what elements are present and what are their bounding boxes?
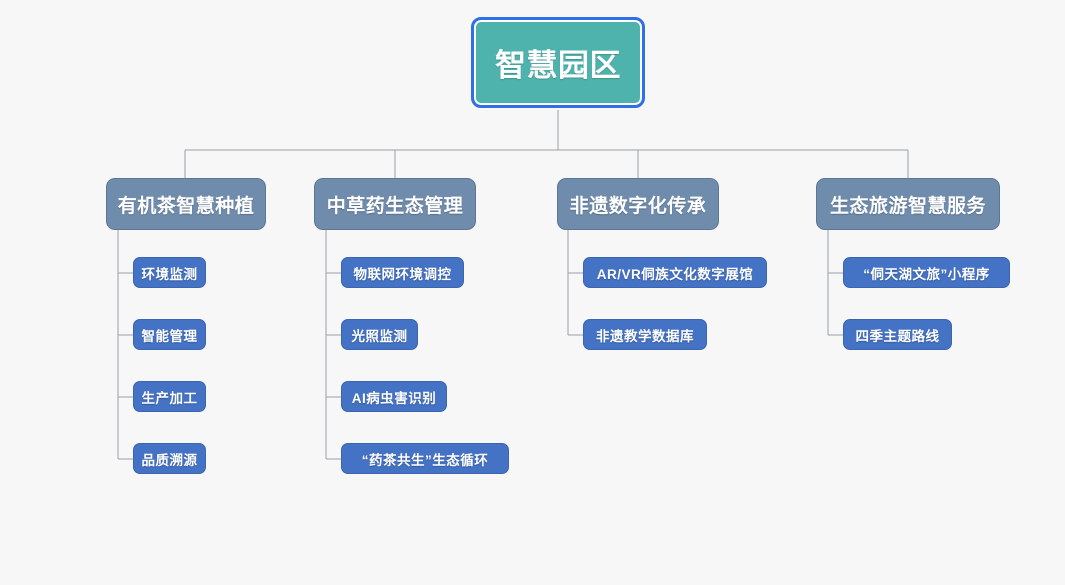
leaf-node-3-1[interactable]: AR/VR侗族文化数字展馆 <box>583 257 767 288</box>
leaf-node-3-2[interactable]: 非遗教学数据库 <box>583 319 707 350</box>
root-node[interactable]: 智慧园区 <box>471 17 645 108</box>
leaf-node-1-4[interactable]: 品质溯源 <box>133 443 206 474</box>
branch-node-1[interactable]: 有机茶智慧种植 <box>106 178 266 230</box>
leaf-node-1-2[interactable]: 智能管理 <box>133 319 206 350</box>
leaf-node-2-1[interactable]: 物联网环境调控 <box>341 257 464 288</box>
leaf-node-2-4[interactable]: “药茶共生”生态循环 <box>341 443 509 474</box>
leaf-node-2-3[interactable]: AI病虫害识别 <box>341 381 447 412</box>
leaf-node-4-1[interactable]: “侗天湖文旅”小程序 <box>843 257 1010 288</box>
leaf-node-4-2[interactable]: 四季主题路线 <box>843 319 952 350</box>
leaf-node-1-1[interactable]: 环境监测 <box>133 257 206 288</box>
branch-node-4[interactable]: 生态旅游智慧服务 <box>816 178 1000 230</box>
leaf-node-2-2[interactable]: 光照监测 <box>341 319 418 350</box>
leaf-node-1-3[interactable]: 生产加工 <box>133 381 206 412</box>
branch-node-2[interactable]: 中草药生态管理 <box>314 178 476 230</box>
branch-node-3[interactable]: 非遗数字化传承 <box>557 178 719 230</box>
